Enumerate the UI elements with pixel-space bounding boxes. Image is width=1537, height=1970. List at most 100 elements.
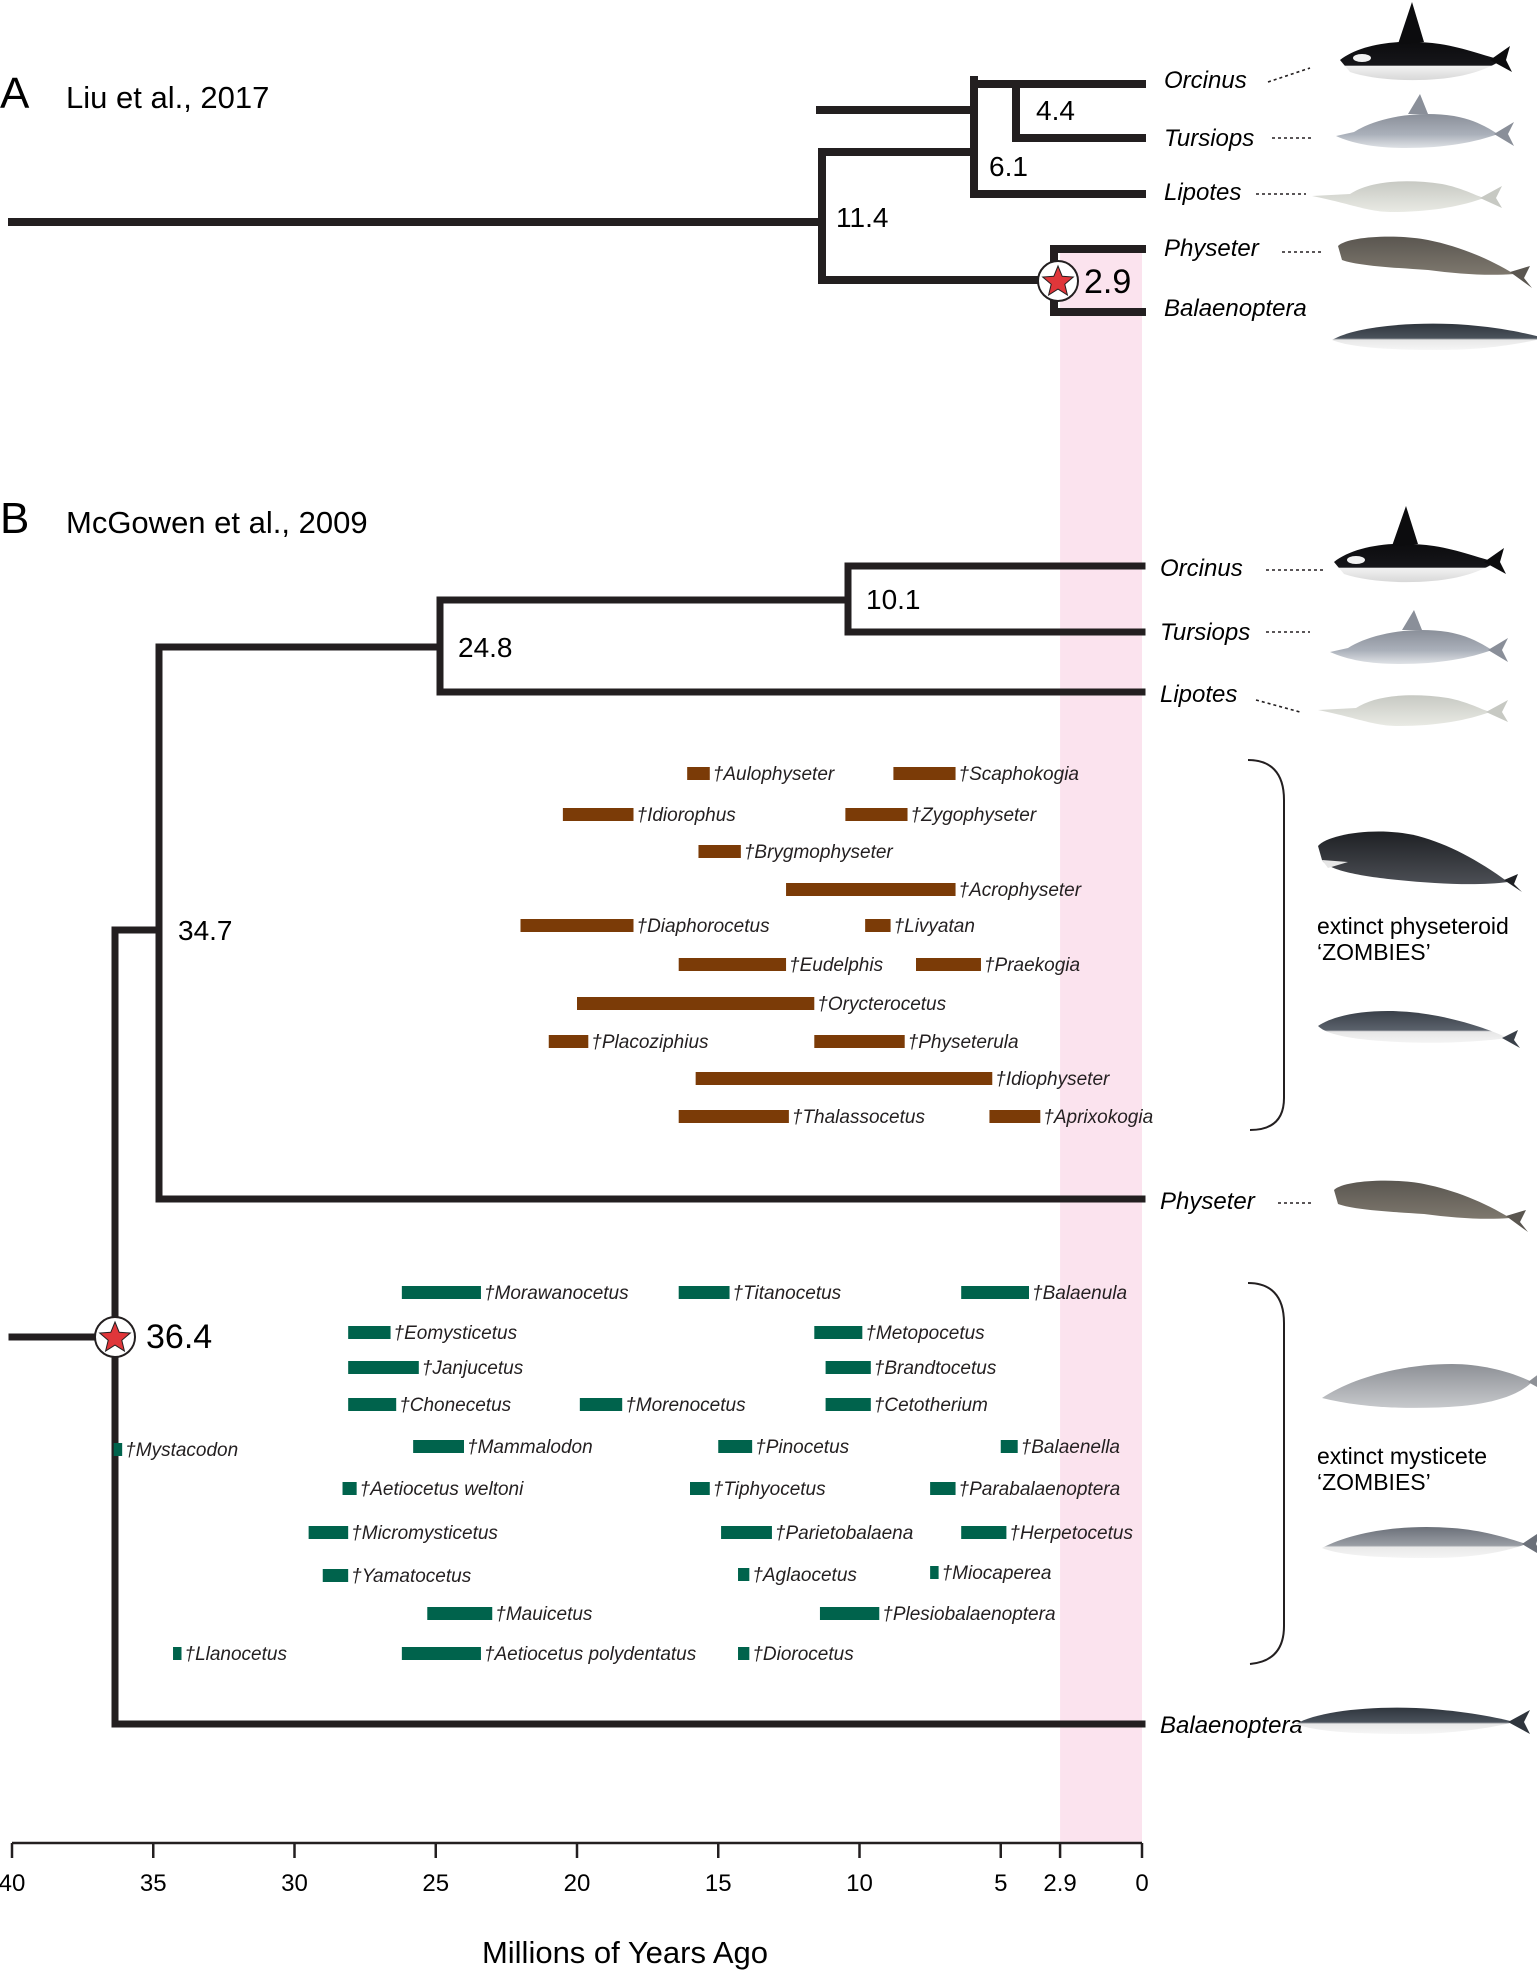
panel-b-taxa: Orcinus Tursiops Lipotes Physeter Balaen… (1160, 555, 1303, 1739)
physeteroid-fossil-label: †Acrophyseter (959, 880, 1082, 901)
physeteroid-fossil-bar (814, 1035, 905, 1048)
physeteroid-fossil-label: †Idiophyseter (995, 1069, 1110, 1090)
panel-a-title: Liu et al., 2017 (66, 80, 269, 115)
mysticete-fossil-label: †Mystacodon (125, 1440, 238, 1461)
mysticete-fossil-label: †Plesiobalaenoptera (882, 1604, 1055, 1625)
physeteroid-fossil-bar (786, 883, 956, 896)
taxon-balaenoptera: Balaenoptera (1160, 1712, 1303, 1739)
mysticete-fossil-label: †Janjucetus (422, 1358, 524, 1379)
axis-tick-label: 35 (140, 1870, 167, 1897)
mysticete-fossil-bar (825, 1398, 871, 1411)
taxon-balaenoptera: Balaenoptera (1164, 295, 1307, 322)
axis-label: Millions of Years Ago (482, 1935, 768, 1970)
node-age-4-4: 4.4 (1036, 95, 1075, 126)
physeteroid-group-label-zombies: ‘ZOMBIES’ (1317, 939, 1431, 965)
physeteroid-fossil-label: †Idiorophus (637, 805, 737, 826)
mysticete-fossil-bars (113, 1286, 1029, 1660)
taxon-orcinus: Orcinus (1164, 67, 1247, 94)
mysticete-fossil-bar (413, 1440, 464, 1453)
physeteroid-fossil-bar (698, 845, 741, 858)
mysticete-fossil-bar (718, 1440, 753, 1453)
mysticete-fossil-label: †Morenocetus (625, 1395, 746, 1416)
axis-tick-label: 40 (0, 1870, 25, 1897)
extinct-mysticete-illustration-icon (1322, 1526, 1537, 1558)
axis-tick-label: 25 (422, 1870, 449, 1897)
axis-tick-label: 2.9 (1043, 1870, 1076, 1897)
mysticete-fossil-bar (678, 1286, 730, 1299)
mysticete-fossil-bar (690, 1482, 710, 1495)
panel-b: B McGowen et al., 2009 10.1 24.8 34.7 36… (0, 494, 1537, 1739)
physeteroid-fossil-bar (893, 767, 956, 780)
axis-tick-label: 10 (846, 1870, 873, 1897)
mysticete-fossil-label: †Parietobalaena (775, 1523, 913, 1544)
mysticete-fossil-label: †Yamatocetus (351, 1566, 472, 1587)
mysticete-fossil-bar (348, 1361, 419, 1374)
mysticete-fossil-bar (961, 1286, 1029, 1299)
mysticete-fossil-label: †Titanocetus (733, 1283, 842, 1304)
physeteroid-fossil-bars (520, 767, 1041, 1123)
extinct-physeteroid-illustration-icon (1318, 1011, 1520, 1048)
mysticete-brace (1247, 1282, 1285, 1665)
node-age-10-1: 10.1 (866, 584, 921, 615)
physeteroid-fossil-label: †Orycterocetus (817, 994, 946, 1015)
star-marker-icon (94, 1316, 136, 1358)
mysticete-fossil-label: †Parabalaenoptera (959, 1479, 1121, 1500)
orca-illustration-icon (1334, 506, 1506, 583)
mysticete-fossil-label: †Aetiocetus polydentatus (484, 1644, 697, 1665)
fin-whale-illustration-icon (1332, 323, 1537, 350)
mysticete-fossil-label: †Balaenella (1021, 1437, 1120, 1458)
mysticete-fossil-bar (579, 1398, 623, 1411)
dolphin-illustration-icon (1336, 94, 1514, 148)
taxon-tursiops: Tursiops (1160, 619, 1250, 646)
mysticete-fossil-bar (930, 1482, 956, 1495)
river-dolphin-illustration-icon (1312, 181, 1502, 212)
node-age-24-8: 24.8 (458, 632, 513, 663)
panel-a-letter: A (0, 69, 30, 118)
river-dolphin-illustration-icon (1318, 695, 1508, 726)
recent-highlight-band (1060, 250, 1142, 1843)
physeteroid-fossil-bar (845, 808, 908, 821)
physeteroid-fossil-bar (687, 767, 710, 780)
axis-tick-label: 20 (564, 1870, 591, 1897)
star-marker-icon (1037, 260, 1079, 302)
physeteroid-fossil-bar (678, 1110, 789, 1123)
mysticete-fossil-bar (427, 1607, 493, 1620)
physeteroid-fossil-label: †Diaphorocetus (637, 916, 771, 937)
physeteroid-fossil-labels: †Aulophyseter†Scaphokogia†Idiorophus†Zyg… (591, 764, 1153, 1128)
mysticete-fossil-bar (738, 1568, 750, 1581)
node-age-6-1: 6.1 (989, 151, 1028, 182)
sperm-whale-illustration-icon (1338, 236, 1532, 288)
mysticete-fossil-bar (113, 1443, 123, 1456)
physeteroid-fossil-label: †Eudelphis (789, 955, 884, 976)
mysticete-fossil-label: †Metopocetus (865, 1323, 985, 1344)
mysticete-fossil-label: †Herpetocetus (1009, 1523, 1133, 1544)
physeteroid-fossil-label: †Livyatan (894, 916, 975, 937)
dolphin-illustration-icon (1330, 610, 1508, 664)
physeteroid-fossil-bar (548, 1035, 589, 1048)
physeteroid-fossil-label: †Praekogia (984, 955, 1080, 976)
physeteroid-fossil-label: †Zygophyseter (911, 805, 1037, 826)
physeteroid-fossil-bar (989, 1110, 1041, 1123)
mysticete-fossil-label: †Micromysticetus (351, 1523, 498, 1544)
taxon-physeter: Physeter (1160, 1188, 1256, 1215)
mysticete-group-label-zombies: ‘ZOMBIES’ (1317, 1469, 1431, 1495)
mysticete-fossil-label: †Mauicetus (495, 1604, 593, 1625)
orca-illustration-icon (1340, 2, 1512, 81)
mysticete-fossil-bar (1000, 1440, 1018, 1453)
physeteroid-fossil-bar (577, 997, 815, 1010)
physeteroid-group-label: extinct physeteroid (1317, 913, 1509, 939)
mysticete-fossil-label: †Miocaperea (942, 1563, 1052, 1584)
node-age-34-7: 34.7 (178, 915, 233, 946)
taxon-tursiops: Tursiops (1164, 125, 1254, 152)
physeteroid-fossil-label: †Aulophyseter (713, 764, 835, 785)
mysticete-fossil-bar (308, 1526, 349, 1539)
taxon-physeter: Physeter (1164, 235, 1260, 262)
mysticete-fossil-bar (173, 1647, 182, 1660)
panel-a-tree (8, 76, 1146, 316)
node-age-2-9: 2.9 (1084, 263, 1131, 301)
mysticete-fossil-label: †Brandtocetus (874, 1358, 997, 1379)
mysticete-fossil-label: †Aglaocetus (752, 1565, 857, 1586)
mysticete-fossil-label: †Cetotherium (874, 1395, 988, 1416)
